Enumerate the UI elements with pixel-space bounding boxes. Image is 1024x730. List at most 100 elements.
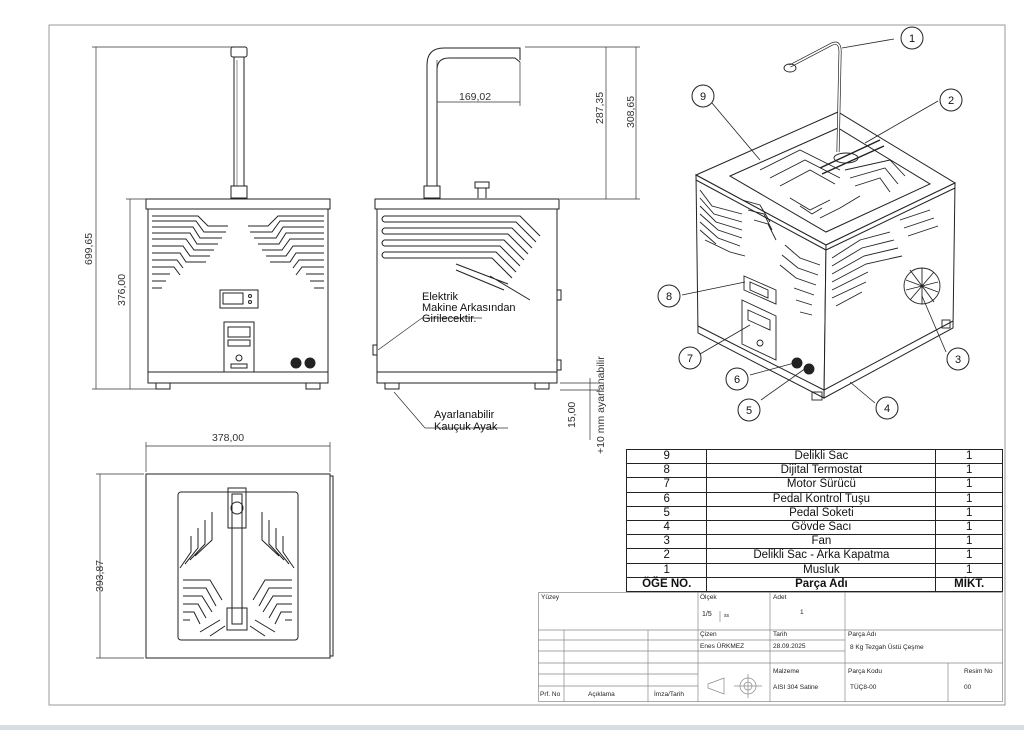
balloon-9 (691, 84, 715, 108)
header-qty: MİKT. (935, 576, 1003, 592)
part-qty: 1 (935, 519, 1003, 536)
label-adet: Adet (773, 594, 787, 601)
balloon-6 (725, 367, 749, 391)
part-name: Motor Sürücü (706, 477, 937, 493)
dim-inner-height: 287,35 (594, 92, 606, 124)
balloon-8-label: 8 (666, 291, 672, 303)
part-no: 9 (625, 448, 708, 465)
label-malzeme: Malzeme (773, 668, 800, 675)
label-cizen: Çizen (700, 631, 717, 638)
part-name: Musluk (706, 562, 937, 578)
dim-top-width: 378,00 (212, 432, 244, 444)
part-name: Pedal Kontrol Tuşu (706, 491, 937, 507)
projection-symbol (707, 674, 762, 698)
part-qty: 1 (935, 548, 1003, 564)
dim-top-depth: 393,87 (94, 560, 106, 592)
title-block: Yüzey Ölçek 1/5 ss Adet 1 Çizen Tarih Pa… (538, 592, 1003, 702)
dim-outer-height: 308,65 (625, 96, 637, 128)
balloon-6-label: 6 (734, 374, 740, 386)
balloons (657, 26, 970, 422)
value-tarih: 28.09.2025 (773, 643, 806, 650)
value-resim-no: 00 (964, 684, 972, 691)
part-name: Delikli Sac - Arka Kapatma (706, 548, 937, 564)
note-electric-3: Girilecektir. (422, 313, 476, 325)
part-no: 2 (625, 548, 708, 564)
value-adet: 1 (800, 609, 804, 616)
value-parca-adi: 8 Kg Tezgah Üstü Çeşme (850, 644, 924, 651)
dim-arm-width: 169,02 (459, 91, 491, 103)
part-name: Pedal Soketi (706, 505, 937, 521)
part-name: Dijital Termostat (706, 463, 937, 479)
part-qty: 1 (935, 505, 1003, 521)
header-name: Parça Adı (706, 576, 937, 592)
part-no: 6 (625, 491, 708, 507)
note-electric-1: Elektrik (422, 291, 459, 303)
note-feet-1: Ayarlanabilir (434, 409, 495, 421)
note-electric-2: Makine Arkasından (422, 302, 516, 314)
dimension-labels: 699,65 376,00 169,02 287,35 308,65 15,00… (83, 91, 637, 592)
value-olcek-small: ss (724, 613, 729, 619)
note-feet-2: Kauçuk Ayak (434, 421, 498, 433)
balloon-8 (657, 284, 681, 308)
front-view (145, 46, 331, 390)
part-name: Fan (706, 534, 937, 550)
label-yuzey: Yüzey (541, 594, 560, 601)
balloon-numbers: 1 2 3 4 5 6 7 8 9 (666, 33, 961, 417)
sheet-border (48, 24, 1006, 706)
balloon-7 (678, 346, 702, 370)
part-no: 4 (625, 519, 708, 536)
isometric-details (699, 41, 951, 401)
label-aciklama: Açıklama (588, 691, 615, 698)
value-malzeme: AISI 304 Satine (773, 684, 819, 691)
part-qty: 1 (935, 534, 1003, 550)
isometric-view (694, 111, 957, 399)
balloon-leaders (681, 38, 947, 404)
label-parca-adi: Parça Adı (848, 631, 877, 638)
side-dimensions (377, 46, 640, 440)
part-qty: 1 (935, 448, 1003, 465)
balloon-2-label: 2 (948, 95, 954, 107)
balloon-3-label: 3 (955, 354, 961, 366)
part-name: Gövde Sacı (706, 519, 937, 536)
balloon-3 (946, 347, 970, 371)
dim-foot-height: 15,00 (566, 402, 578, 428)
top-view (145, 473, 334, 659)
label-imza: İmza/Tarih (654, 691, 684, 698)
label-prf-no: Prf. No (540, 691, 561, 698)
label-parca-kodu: Parça Kodu (848, 668, 882, 675)
part-qty: 1 (935, 491, 1003, 507)
header-no: ÖĞE NO. (625, 576, 708, 592)
top-dimensions (96, 442, 331, 659)
balloon-9-label: 9 (700, 91, 706, 103)
front-dimensions (92, 46, 232, 390)
part-qty: 1 (935, 562, 1003, 578)
part-no: 1 (625, 562, 708, 578)
part-qty: 1 (935, 463, 1003, 479)
balloon-2 (939, 88, 963, 112)
balloon-1-label: 1 (909, 33, 915, 45)
part-no: 7 (625, 477, 708, 493)
notes: Elektrik Makine Arkasından Girilecektir.… (422, 291, 516, 433)
side-view (372, 47, 562, 390)
part-no: 8 (625, 463, 708, 479)
bottom-bar (0, 725, 1024, 730)
part-name: Delikli Sac (706, 448, 937, 465)
balloon-5-label: 5 (746, 405, 752, 417)
part-no: 3 (625, 534, 708, 550)
value-cizen: Enes ÜRKMEZ (700, 643, 745, 650)
part-qty: 1 (935, 477, 1003, 493)
dim-total-height: 699,65 (83, 233, 95, 265)
